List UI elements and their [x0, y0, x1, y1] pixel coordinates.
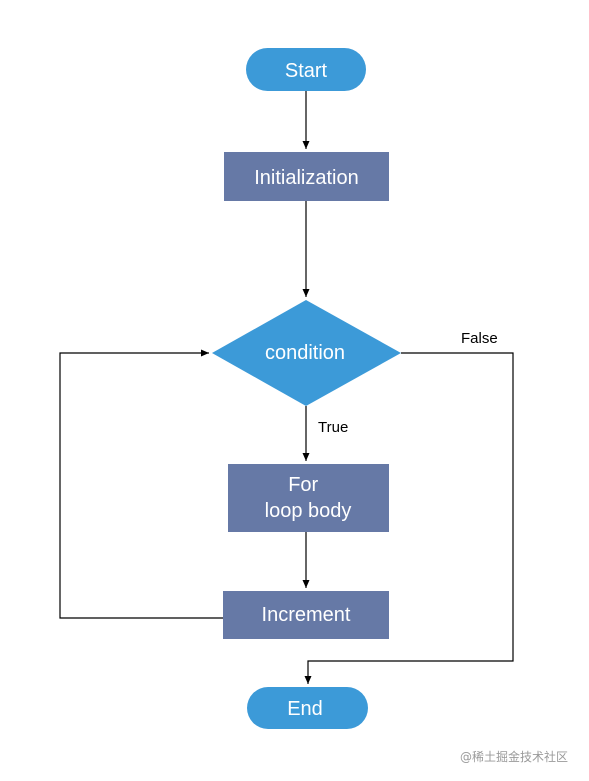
- end-node: End: [247, 687, 368, 729]
- true-edge-label: True: [318, 419, 348, 436]
- end-node-shape: [247, 687, 368, 729]
- increment-node: Increment: [223, 591, 389, 639]
- loop-body-node-shape: [228, 464, 389, 532]
- loop-body-node: For loop body: [228, 464, 389, 532]
- watermark-text: @稀土掘金技术社区: [460, 749, 568, 764]
- start-node-label: Start: [285, 60, 328, 82]
- condition-node-shape: [212, 300, 401, 406]
- initialization-node: Initialization: [224, 152, 389, 201]
- loop-body-label-line2: loop body: [265, 500, 352, 522]
- false-edge-label: False: [461, 330, 498, 347]
- condition-node: condition: [212, 300, 401, 406]
- initialization-node-label: Initialization: [254, 167, 359, 189]
- arrow-condition-false-to-end: [304, 352, 514, 684]
- loop-body-label-line1: For: [288, 474, 318, 496]
- condition-node-label: condition: [265, 342, 345, 364]
- increment-node-shape: [223, 591, 389, 639]
- increment-node-label: Increment: [262, 604, 351, 626]
- initialization-node-shape: [224, 152, 389, 201]
- loop-body-node-label: For loop body: [265, 474, 352, 522]
- arrow-increment-back-to-condition: [59, 349, 223, 619]
- start-node-shape: [246, 48, 366, 91]
- end-node-label: End: [287, 698, 323, 720]
- start-node: Start: [246, 48, 366, 91]
